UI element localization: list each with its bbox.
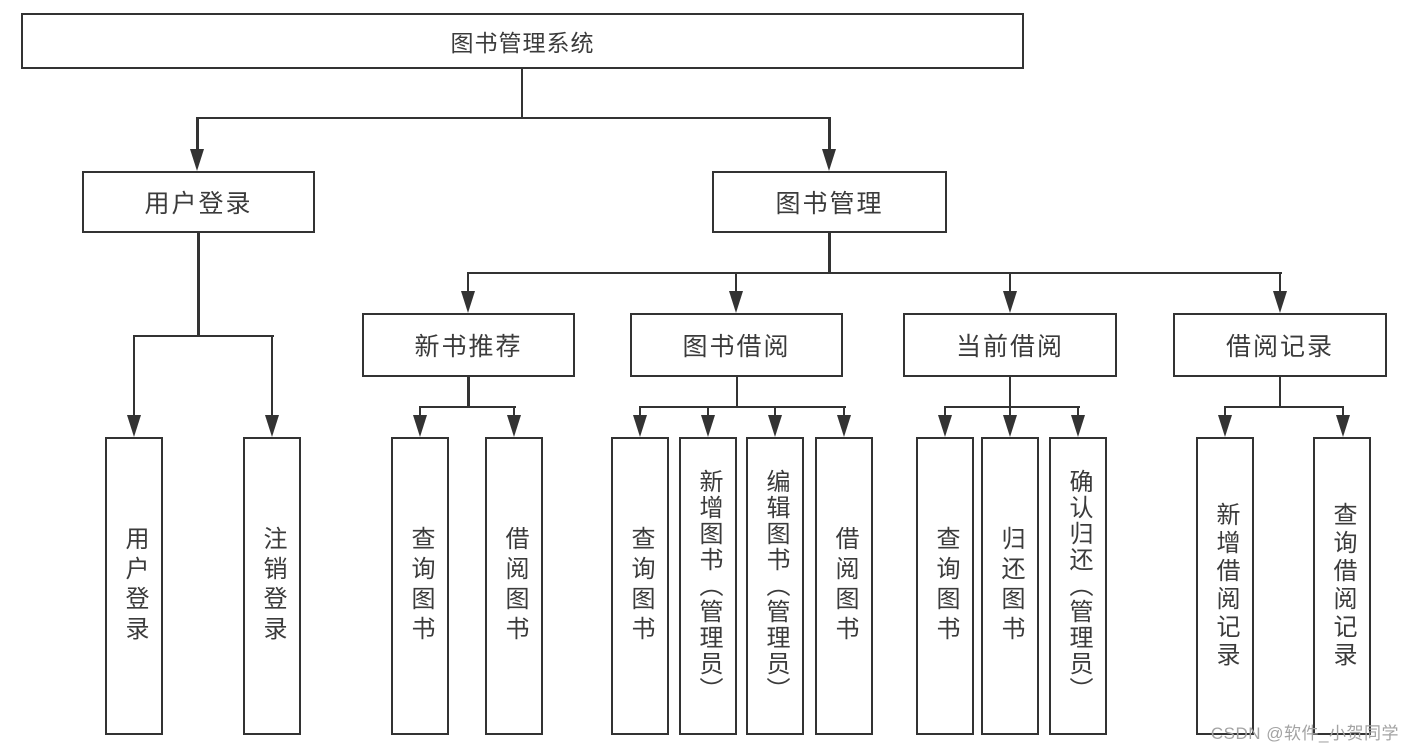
node-leaf-logout: 注销登录	[243, 437, 301, 735]
connector-to-bookborrow	[734, 271, 738, 293]
connector-to-leaf-cb-query	[943, 405, 947, 417]
node-leaf-borrow-edit: 编辑图书（管理员）	[746, 437, 804, 735]
connector-to-leaf-cb-confirm	[1076, 405, 1080, 417]
arrowhead-leaf-rec-query	[1335, 415, 1350, 437]
node-book-mgmt: 图书管理	[712, 171, 947, 233]
connector-bookborrow-split	[638, 405, 846, 409]
node-new-book-rec: 新书推荐	[362, 313, 575, 377]
connector-to-user-login	[196, 116, 199, 152]
connector-to-leaf-cb-return	[1008, 405, 1012, 417]
node-leaf-borrow-add: 新增图书（管理员）	[679, 437, 737, 735]
node-borrow-record: 借阅记录	[1173, 313, 1387, 377]
node-book-mgmt-label: 图书管理	[775, 190, 884, 218]
connector-to-leaf-nb-query	[418, 405, 422, 417]
connector-borrowrecord-split	[1223, 405, 1344, 409]
connector-to-leaf-rec-query	[1341, 405, 1345, 417]
leaf-label-current-return: 归还图书	[997, 526, 1024, 646]
node-new-book-rec-label: 新书推荐	[414, 333, 523, 361]
node-root: 图书管理系统	[21, 13, 1024, 69]
connector-to-leaf-login	[132, 334, 136, 419]
connector-to-leaf-rec-add	[1223, 405, 1227, 417]
node-user-login-label: 用户登录	[144, 190, 253, 218]
connector-userlogin-drop	[197, 233, 200, 337]
connector-bookmgmt-drop	[828, 233, 831, 274]
connector-to-leaf-logout	[270, 334, 274, 419]
node-leaf-newbook-borrow: 借阅图书	[485, 437, 543, 735]
connector-to-leaf-bb-query	[638, 405, 642, 417]
arrowhead-leaf-bb-edit	[767, 415, 782, 437]
leaf-label-newbook-borrow: 借阅图书	[501, 526, 528, 646]
watermark-text: CSDN @软件_小贺同学	[1210, 724, 1399, 743]
arrowhead-leaf-logout	[264, 415, 279, 437]
leaf-label-user-login: 用户登录	[121, 526, 148, 646]
connector-to-newbook	[466, 271, 470, 293]
arrowhead-currentborrow	[1002, 291, 1017, 313]
node-leaf-borrow-query: 查询图书	[611, 437, 669, 735]
arrowhead-bookborrow	[728, 291, 743, 313]
connector-newbook-split	[418, 405, 516, 409]
leaf-label-borrow-edit: 编辑图书（管理员）	[762, 469, 789, 703]
arrowhead-leaf-bb-query	[632, 415, 647, 437]
arrowhead-book-mgmt	[822, 149, 836, 171]
arrowhead-leaf-cb-return	[1002, 415, 1017, 437]
node-root-label: 图书管理系统	[450, 30, 595, 56]
leaf-label-borrow-query: 查询图书	[627, 526, 654, 646]
leaf-label-current-confirm: 确认归还（管理员）	[1065, 469, 1092, 703]
node-leaf-borrow-borrow: 借阅图书	[815, 437, 873, 735]
node-borrow-record-label: 借阅记录	[1225, 333, 1334, 361]
connector-to-book-mgmt	[828, 116, 831, 152]
node-current-borrow-label: 当前借阅	[955, 333, 1064, 361]
leaf-label-newbook-query: 查询图书	[407, 526, 434, 646]
connector-currentborrow-split	[943, 405, 1080, 409]
connector-userlogin-split	[132, 334, 274, 338]
arrowhead-leaf-cb-query	[937, 415, 952, 437]
leaf-label-current-query: 查询图书	[932, 526, 959, 646]
node-leaf-current-return: 归还图书	[981, 437, 1039, 735]
arrowhead-newbook	[460, 291, 475, 313]
arrowhead-leaf-bb-borrow	[836, 415, 851, 437]
node-leaf-user-login: 用户登录	[105, 437, 163, 735]
arrowhead-leaf-cb-confirm	[1070, 415, 1085, 437]
arrowhead-borrowrecord	[1272, 291, 1287, 313]
leaf-label-borrow-borrow: 借阅图书	[831, 526, 858, 646]
connector-currentborrow-drop	[1008, 377, 1012, 408]
node-leaf-record-add: 新增借阅记录	[1196, 437, 1254, 735]
connector-to-leaf-bb-edit	[773, 405, 777, 417]
connector-bookmgmt-split	[466, 271, 1282, 275]
arrowhead-leaf-nb-borrow	[506, 415, 521, 437]
connector-newbook-drop	[467, 377, 470, 408]
node-leaf-current-query: 查询图书	[916, 437, 974, 735]
node-leaf-record-query: 查询借阅记录	[1313, 437, 1371, 735]
node-current-borrow: 当前借阅	[903, 313, 1117, 377]
arrowhead-leaf-login	[126, 415, 141, 437]
node-leaf-newbook-query: 查询图书	[391, 437, 449, 735]
arrowhead-leaf-bb-add	[700, 415, 715, 437]
leaf-label-borrow-add: 新增图书（管理员）	[695, 469, 722, 703]
connector-to-leaf-bb-borrow	[842, 405, 846, 417]
connector-to-currentborrow	[1008, 271, 1012, 293]
connector-root-split	[195, 116, 831, 120]
connector-root-drop	[520, 68, 524, 118]
connector-to-borrowrecord	[1278, 271, 1282, 293]
leaf-label-logout: 注销登录	[259, 526, 286, 646]
connector-borrowrecord-drop	[1278, 377, 1282, 408]
arrowhead-user-login	[190, 149, 204, 171]
node-book-borrow: 图书借阅	[630, 313, 843, 377]
arrowhead-leaf-rec-add	[1217, 415, 1232, 437]
connector-bookborrow-drop	[735, 377, 739, 408]
node-leaf-current-confirm: 确认归还（管理员）	[1049, 437, 1107, 735]
leaf-label-record-query: 查询借阅记录	[1329, 502, 1356, 670]
node-book-borrow-label: 图书借阅	[682, 333, 791, 361]
node-user-login: 用户登录	[82, 171, 315, 233]
connector-to-leaf-nb-borrow	[512, 405, 516, 417]
leaf-label-record-add: 新增借阅记录	[1212, 502, 1239, 670]
arrowhead-leaf-nb-query	[412, 415, 427, 437]
connector-to-leaf-bb-add	[706, 405, 710, 417]
